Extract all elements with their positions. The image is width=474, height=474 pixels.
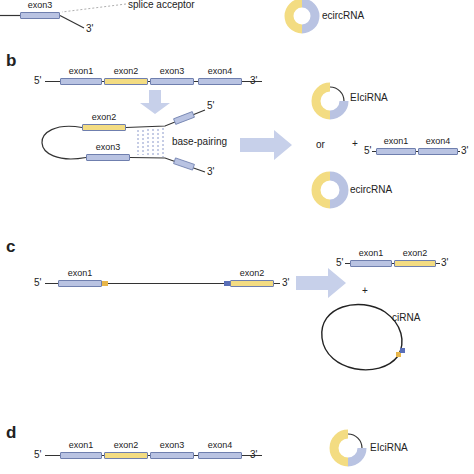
annotation-label: 3' — [207, 166, 214, 178]
exon-bar — [104, 452, 148, 459]
intron-line — [0, 15, 20, 16]
process-arrow — [140, 90, 170, 114]
exon-box: exon1 — [58, 268, 102, 287]
exon-bar — [58, 280, 102, 287]
exon-label: exon4 — [418, 136, 458, 147]
exon-bar — [150, 452, 194, 459]
annotation-label: 5' — [34, 75, 41, 87]
exon-box: exon1 — [376, 136, 416, 155]
annotation-label: 3' — [461, 145, 468, 157]
exon-box: exon2 — [230, 268, 274, 287]
panel-letter: d — [6, 424, 16, 442]
exon-box: exon2 — [394, 248, 436, 267]
annotation-label: 3' — [250, 75, 257, 87]
annotation-label: 3' — [86, 23, 93, 35]
annotation-label: splice acceptor — [128, 0, 195, 11]
intron-loop — [42, 126, 86, 159]
annotation-label: or — [316, 139, 325, 151]
exon-box: exon4 — [198, 66, 242, 85]
exon-box: exon2 — [104, 440, 148, 459]
exon-bar — [86, 154, 130, 161]
exon-label: exon2 — [104, 440, 148, 451]
exon-label: exon4 — [198, 66, 242, 77]
panel-letter: b — [6, 52, 16, 70]
exon-bar — [198, 78, 242, 85]
exon-box: exon1 — [60, 440, 102, 459]
panel-letter: c — [6, 238, 15, 256]
exon-label: exon3 — [20, 0, 60, 11]
leader-line — [62, 4, 126, 12]
exon-label: exon4 — [198, 440, 242, 451]
exon-box: exon3 — [150, 66, 194, 85]
exon-bar — [394, 260, 436, 267]
annotation-label: ecircRNA — [322, 10, 364, 22]
exon-label: exon2 — [82, 112, 126, 123]
exon-bar — [82, 124, 126, 131]
exon-bar — [20, 12, 60, 19]
exon-bar — [198, 452, 242, 459]
exon-bar — [350, 260, 392, 267]
exon-bar — [60, 452, 102, 459]
eicirna-ring — [316, 87, 344, 115]
annotation-label: 3' — [250, 449, 257, 461]
exon-bar — [104, 78, 148, 85]
ecircrna-ring — [316, 176, 344, 204]
exon-label: exon1 — [60, 66, 102, 77]
exon-bar — [376, 148, 416, 155]
annotation-label: 5' — [364, 145, 371, 157]
exon-box: exon2 — [104, 66, 148, 85]
exon-box: exon4 — [198, 440, 242, 459]
eicirna-ring — [334, 434, 362, 462]
exon-label: exon2 — [104, 66, 148, 77]
annotation-label: 5' — [34, 449, 41, 461]
intron-line — [130, 158, 205, 173]
annotation-label: + — [362, 285, 368, 297]
flank-exon — [174, 158, 195, 170]
exon-box: exon3 — [20, 0, 60, 19]
annotation-label: + — [352, 138, 358, 150]
splice-site-mark — [102, 281, 108, 286]
cirna-loop — [322, 304, 402, 369]
process-arrow — [296, 268, 346, 298]
splice-site-mark — [400, 348, 405, 353]
exon-box: exon2 — [82, 112, 126, 131]
annotation-label: ciRNA — [392, 312, 420, 324]
exon-label: exon1 — [350, 248, 392, 259]
process-arrow — [240, 130, 292, 160]
base-pair-lines — [138, 128, 163, 157]
annotation-label: base-pairing — [172, 136, 227, 148]
exon-label: exon1 — [376, 136, 416, 147]
exon-box: exon4 — [418, 136, 458, 155]
exon-box: exon3 — [150, 440, 194, 459]
exon-bar — [418, 148, 458, 155]
exon-label: exon3 — [150, 440, 194, 451]
flank-exon — [174, 112, 195, 125]
exon-label: exon1 — [60, 440, 102, 451]
intron-line — [126, 110, 205, 128]
annotation-label: 3' — [441, 257, 448, 269]
annotation-label: EIciRNA — [370, 442, 408, 454]
exon-label: exon3 — [86, 142, 130, 153]
exon-label: exon2 — [230, 268, 274, 279]
intron-line — [60, 16, 84, 29]
annotation-label: 3' — [282, 277, 289, 289]
exon-label: exon2 — [394, 248, 436, 259]
annotation-label: 5' — [207, 100, 214, 112]
exon-box: exon1 — [350, 248, 392, 267]
annotation-label: 5' — [336, 257, 343, 269]
exon-bar — [230, 280, 274, 287]
annotation-label: 5' — [34, 277, 41, 289]
exon-bar — [150, 78, 194, 85]
annotation-label: EIciRNA — [350, 92, 388, 104]
exon-bar — [60, 78, 102, 85]
ecircrna-ring — [289, 3, 315, 29]
exon-label: exon3 — [150, 66, 194, 77]
exon-label: exon1 — [58, 268, 102, 279]
exon-box: exon3 — [86, 142, 130, 161]
exon-box: exon1 — [60, 66, 102, 85]
annotation-label: ecircRNA — [350, 184, 392, 196]
